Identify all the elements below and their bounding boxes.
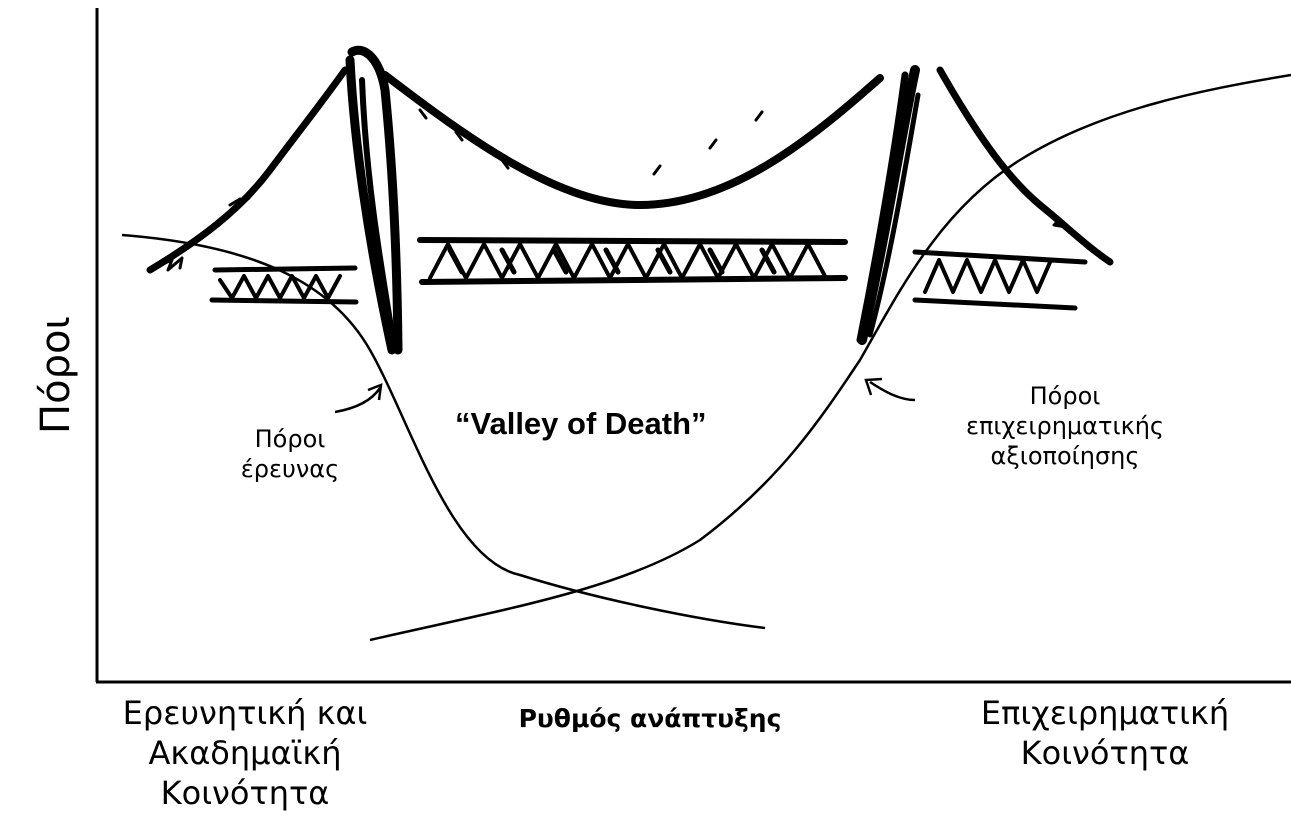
- x-left-line-1: Ερευνητική και: [100, 693, 390, 733]
- research-pointer-arrow: [335, 385, 381, 412]
- commercial-label-line-3: αξιοποίησης: [920, 441, 1210, 471]
- valley-of-death-title: “Valley of Death”: [455, 405, 805, 444]
- x-axis-left-label: Ερευνητική και Ακαδημαϊκή Κοινότητα: [100, 693, 390, 813]
- x-right-line-2: Κοινότητα: [930, 733, 1280, 773]
- x-left-line-2: Ακαδημαϊκή: [100, 733, 390, 773]
- commercial-label-line-1: Πόροι: [920, 381, 1210, 411]
- research-label-line-1: Πόροι: [200, 424, 380, 454]
- x-axis-right-label: Επιχειρηματική Κοινότητα: [930, 693, 1280, 773]
- research-label-line-2: έρευνας: [200, 454, 380, 484]
- x-axis-title: Ρυθμός ανάπτυξης: [470, 703, 830, 734]
- commercial-pointer-arrow: [866, 379, 915, 400]
- x-left-line-3: Κοινότητα: [100, 773, 390, 813]
- commercial-resources-label: Πόροι επιχειρηματικής αξιοποίησης: [920, 381, 1210, 471]
- commercial-label-line-2: επιχειρηματικής: [920, 411, 1210, 441]
- y-axis-title: Πόροι: [31, 305, 81, 445]
- x-right-line-1: Επιχειρηματική: [930, 693, 1280, 733]
- bridge-sketch: [150, 50, 1110, 350]
- research-resources-label: Πόροι έρευνας: [200, 424, 380, 484]
